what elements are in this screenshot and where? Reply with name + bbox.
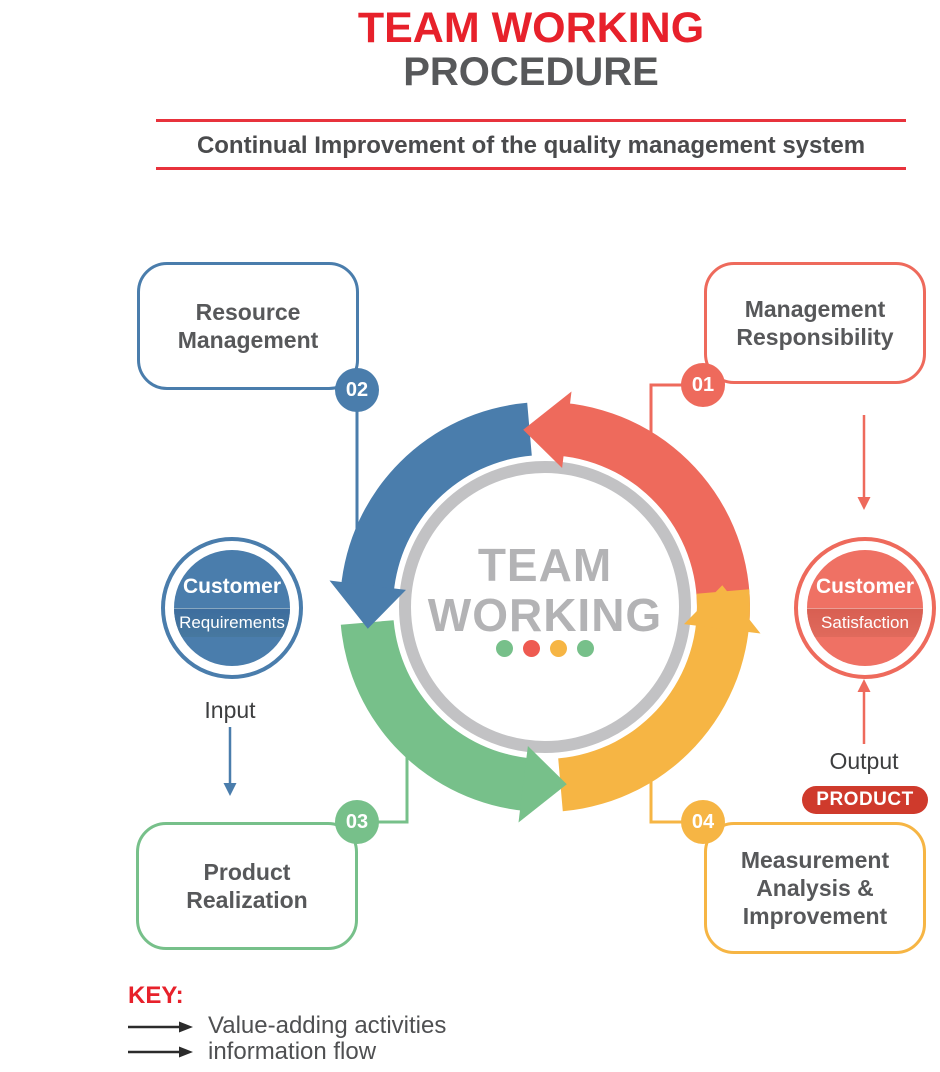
cycle-center-line1: TEAM: [477, 539, 613, 591]
box-resource-management-label: Resource Management: [177, 298, 319, 353]
center-dot: [550, 640, 567, 657]
product-badge: PRODUCT: [802, 786, 928, 814]
subtitle-rule-bottom: [156, 167, 906, 170]
box-product-realization: Product Realization: [136, 822, 358, 950]
box-measurement-analysis-improvement: Measurement Analysis & Improvement: [704, 822, 926, 954]
customer-requirements-ring: [161, 537, 303, 679]
subtitle: Continual Improvement of the quality man…: [196, 132, 866, 159]
customer-requirements-inner: Customer Requirements: [174, 550, 290, 666]
badge-step-01: 01: [681, 363, 725, 407]
customer-satisfaction-line2: Satisfaction: [807, 608, 923, 637]
customer-requirements-line2: Requirements: [174, 608, 290, 637]
cycle-arrowhead-red: [523, 391, 572, 468]
box-management-responsibility-label: Management Responsibility: [736, 295, 894, 350]
customer-satisfaction-circle: Customer Satisfaction: [794, 537, 936, 679]
key-arrowhead-value-adding: [179, 1021, 193, 1033]
cycle-arc-blue: [340, 402, 532, 594]
badge-step-02: 02: [335, 368, 379, 412]
key-arrowhead-information-flow: [179, 1046, 193, 1058]
satisfaction-arrow-head: [857, 497, 871, 510]
page-title-line2: PROCEDURE: [403, 50, 659, 94]
box-resource-management: Resource Management: [137, 262, 359, 390]
badge-step-04: 04: [681, 800, 725, 844]
box-measurement-analysis-improvement-label: Measurement Analysis & Improvement: [740, 846, 890, 930]
customer-satisfaction-ring: [794, 537, 936, 679]
input-arrow-head: [223, 783, 237, 796]
customer-requirements-line1: Customer: [182, 575, 282, 598]
key-title: KEY:: [128, 982, 184, 1009]
input-label: Input: [204, 697, 256, 723]
cycle-arrowhead-green: [518, 746, 567, 823]
page-title-line1: TEAM WORKING: [357, 4, 705, 52]
inner-ring: [399, 461, 691, 753]
center-dot: [577, 640, 594, 657]
customer-satisfaction-line1: Customer: [815, 575, 915, 598]
customer-satisfaction-inner: Customer Satisfaction: [807, 550, 923, 666]
cycle-arc-red: [558, 402, 750, 625]
badge-step-03: 03: [335, 800, 379, 844]
key-item-value-adding: Value-adding activities: [208, 1012, 447, 1039]
key-item-information-flow: information flow: [208, 1038, 377, 1065]
center-dot: [523, 640, 540, 657]
cycle-arrowhead-yellow: [684, 585, 761, 634]
box-management-responsibility: Management Responsibility: [704, 262, 926, 384]
box-product-realization-label: Product Realization: [186, 858, 308, 913]
customer-requirements-circle: Customer Requirements: [161, 537, 303, 679]
center-dots: [395, 640, 695, 657]
cycle-arc-green: [340, 620, 532, 812]
output-label: Output: [829, 748, 899, 774]
cycle-center-line2: WORKING: [427, 589, 663, 641]
subtitle-rule-top: [156, 119, 906, 122]
center-dot: [496, 640, 513, 657]
cycle-arc-yellow: [558, 589, 750, 812]
output-arrow-head: [857, 679, 871, 692]
cycle-arrowhead-blue: [329, 580, 406, 629]
